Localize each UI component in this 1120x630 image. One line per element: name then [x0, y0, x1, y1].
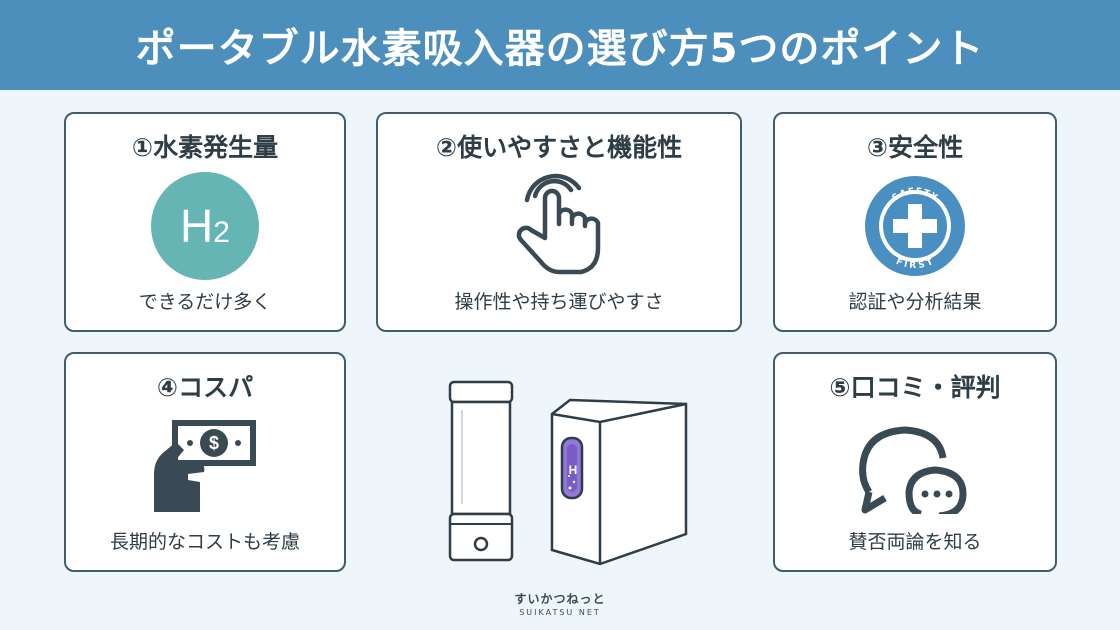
- portable-bottle-icon: [448, 380, 514, 562]
- point-desc: 賛否両論を知る: [848, 531, 982, 553]
- hydrogen-devices-illustration: H: [440, 378, 690, 568]
- point-title: ⑤口コミ・評判: [829, 373, 1001, 402]
- svg-text:FIRST: FIRST: [894, 257, 935, 271]
- page-title: ポータブル水素吸入器の選び方5つのポイント: [135, 26, 985, 72]
- point-title: ③安全性: [866, 133, 964, 162]
- point-card-cost: ④コスパ $ 長期的なコストも考慮: [64, 352, 346, 572]
- safety-first-icon: SAFETY FIRST: [863, 174, 967, 282]
- point-title: ②使いやすさと機能性: [435, 133, 683, 162]
- point-desc: 長期的なコストも考慮: [109, 531, 300, 553]
- logo-english: SUIKATSU NET: [519, 608, 601, 617]
- point-desc: できるだけ多く: [138, 291, 272, 313]
- tap-hand-icon: [509, 168, 609, 284]
- site-logo: すいかつねっと SUIKATSU NET: [0, 590, 1120, 617]
- point-card-reviews: ⑤口コミ・評判 賛否両論を知る: [773, 352, 1057, 572]
- logo-japanese: すいかつねっと: [514, 592, 606, 606]
- devices-svg: H: [448, 380, 688, 566]
- box-generator-icon: H: [550, 398, 688, 566]
- point-title: ④コスパ: [156, 373, 254, 402]
- point-title: ①水素発生量: [131, 133, 279, 162]
- point-desc: 認証や分析結果: [848, 291, 982, 313]
- svg-text:$: $: [209, 433, 219, 453]
- point-desc: 操作性や持ち運びやすさ: [454, 291, 664, 313]
- h2-icon-sub: 2: [213, 216, 230, 249]
- cash-hand-icon: $: [150, 416, 260, 520]
- header-banner: ポータブル水素吸入器の選び方5つのポイント: [0, 0, 1120, 90]
- device-label: H: [569, 463, 578, 477]
- point-card-safety: ③安全性 SAFETY FIRST 認証や分析結果: [773, 112, 1057, 332]
- point-card-usability: ②使いやすさと機能性 操作性や持ち運びやすさ: [376, 112, 742, 332]
- safety-badge-bottom-text: FIRST: [894, 257, 934, 271]
- h2-icon-letter: H: [180, 200, 214, 252]
- speech-bubbles-icon: [859, 422, 971, 520]
